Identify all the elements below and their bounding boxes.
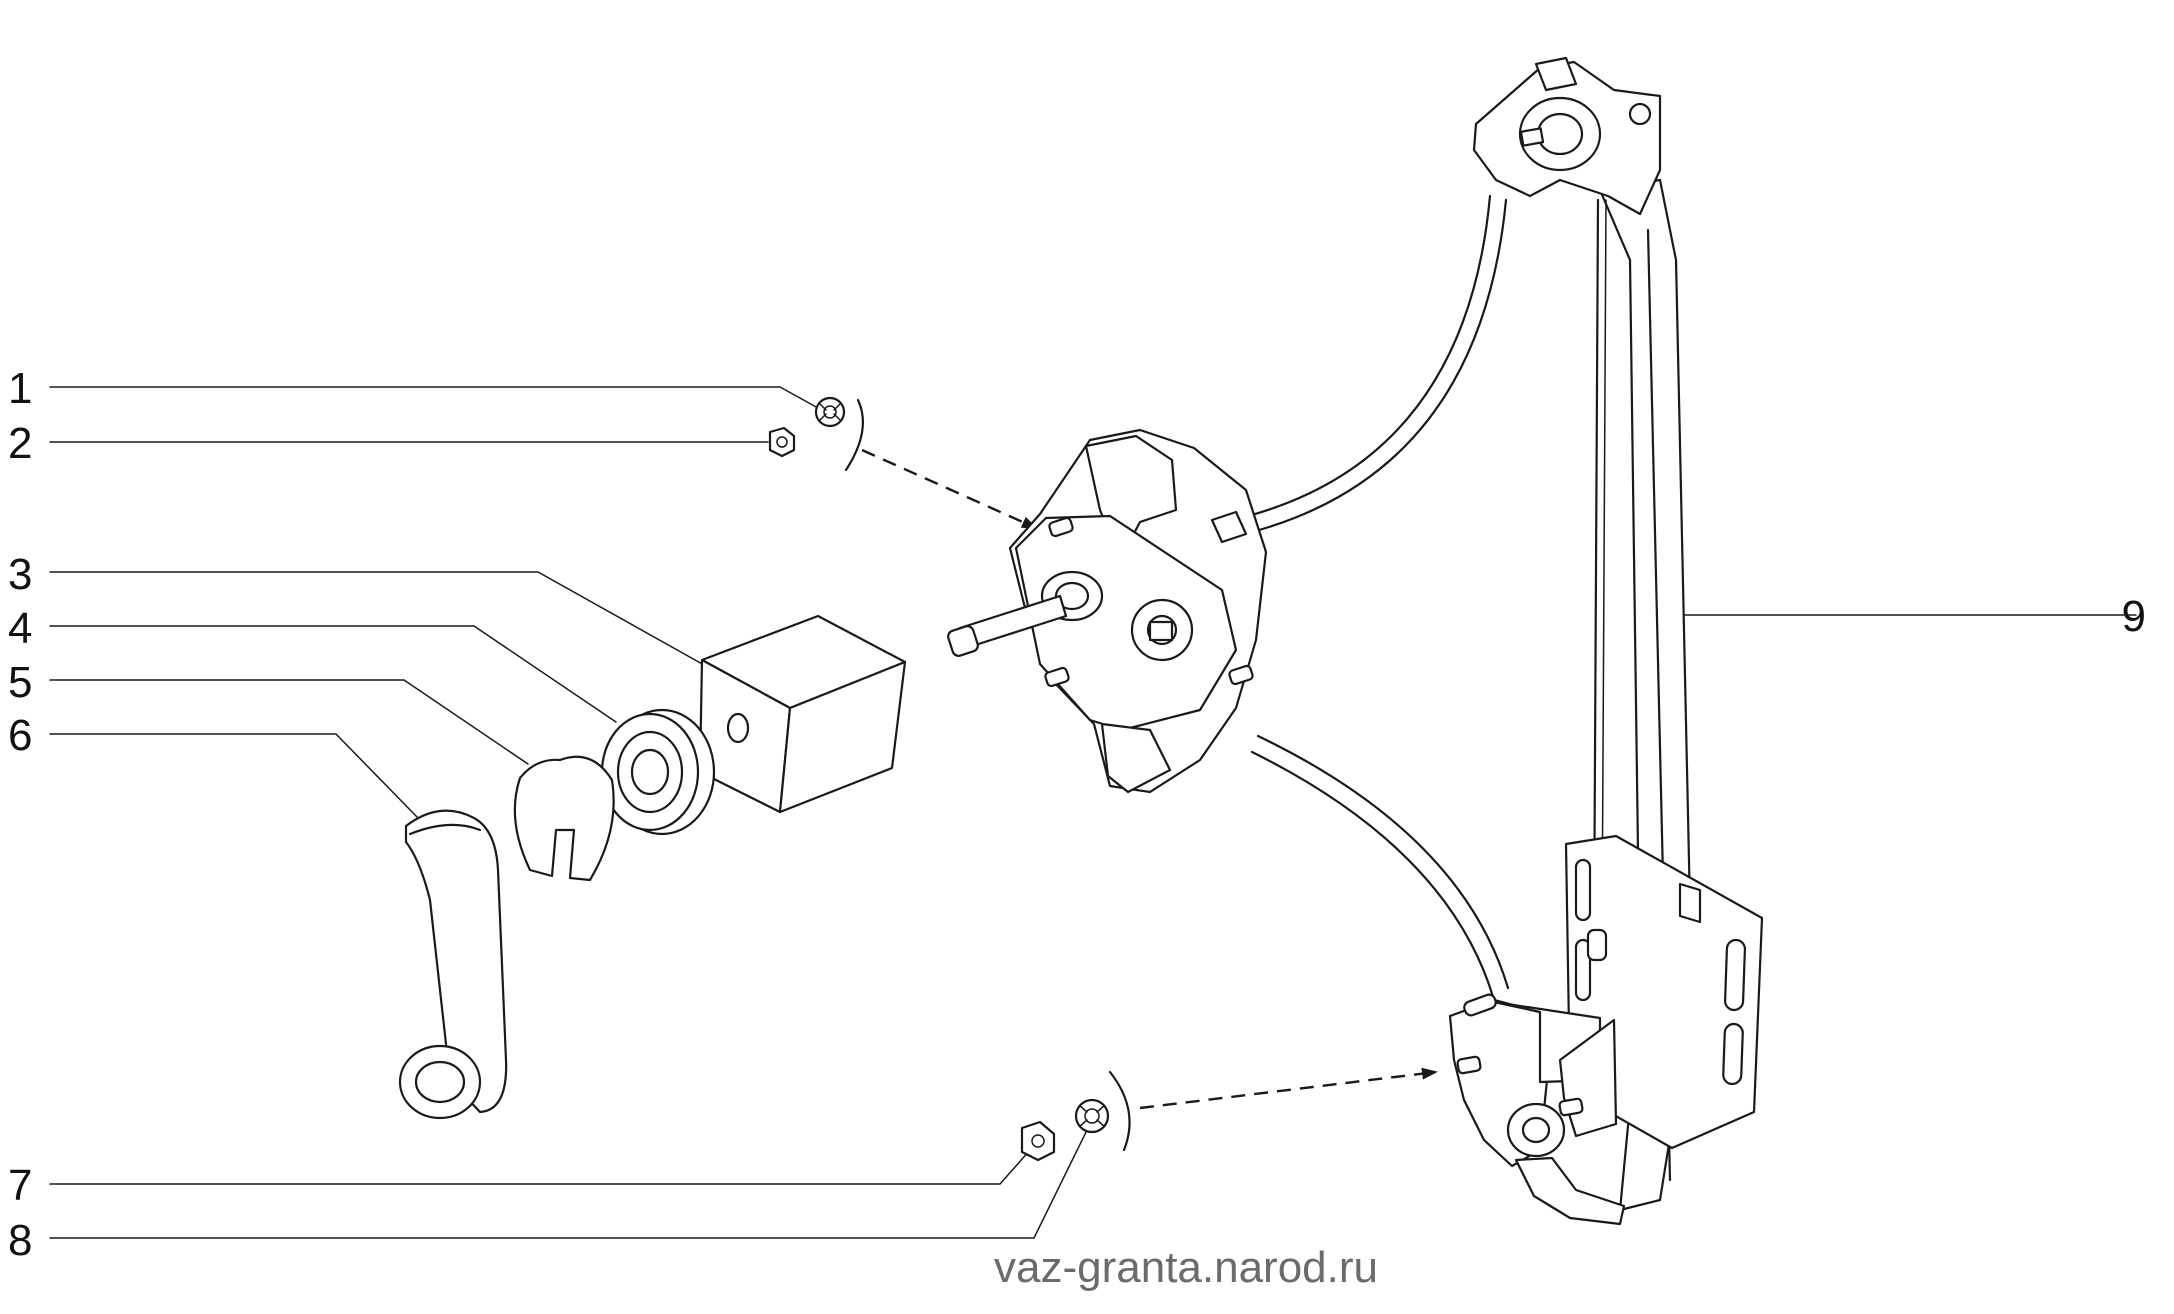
callout-6: 6 <box>8 711 419 819</box>
callout-label-6: 6 <box>8 711 32 760</box>
crank-handle <box>398 809 508 1120</box>
assembly-arrow-lower <box>1139 1067 1438 1110</box>
assembly-bracket-lower <box>1108 1070 1131 1152</box>
callout-7: 7 <box>8 1149 1031 1210</box>
lock-washer-lower <box>1074 1098 1110 1134</box>
leader-line-4 <box>49 625 617 723</box>
callout-label-9: 9 <box>2122 592 2146 641</box>
leader-line-8 <box>49 1123 1091 1239</box>
callout-label-2: 2 <box>8 419 32 468</box>
callout-label-8: 8 <box>8 1216 32 1265</box>
callout-label-7: 7 <box>8 1161 32 1210</box>
callout-label-4: 4 <box>8 604 32 653</box>
leader-line-3 <box>49 571 705 666</box>
callout-5: 5 <box>8 658 529 765</box>
nut-upper <box>768 426 796 458</box>
bushing <box>600 708 716 836</box>
assembly-arrow-upper <box>861 448 1038 530</box>
spring-clip <box>513 755 615 882</box>
callout-9: 9 <box>1679 592 2146 641</box>
window-regulator <box>947 56 1764 1226</box>
leader-line-6 <box>49 733 419 819</box>
lock-washer-upper <box>814 396 846 428</box>
leader-line-7 <box>49 1149 1031 1185</box>
assembly-bracket-upper <box>844 398 864 472</box>
callout-4: 4 <box>8 604 617 723</box>
callout-8: 8 <box>8 1123 1091 1265</box>
callout-label-1: 1 <box>8 364 32 413</box>
watermark: vaz-granta.narod.ru <box>994 1243 1378 1292</box>
nut-lower <box>1020 1120 1056 1162</box>
leader-line-5 <box>49 679 529 765</box>
callout-1: 1 <box>8 364 819 413</box>
callout-2: 2 <box>8 419 769 468</box>
callout-label-5: 5 <box>8 658 32 707</box>
spacer-block <box>698 614 907 814</box>
leader-line-1 <box>49 386 819 409</box>
callout-label-3: 3 <box>8 550 32 599</box>
callout-3: 3 <box>8 550 705 666</box>
